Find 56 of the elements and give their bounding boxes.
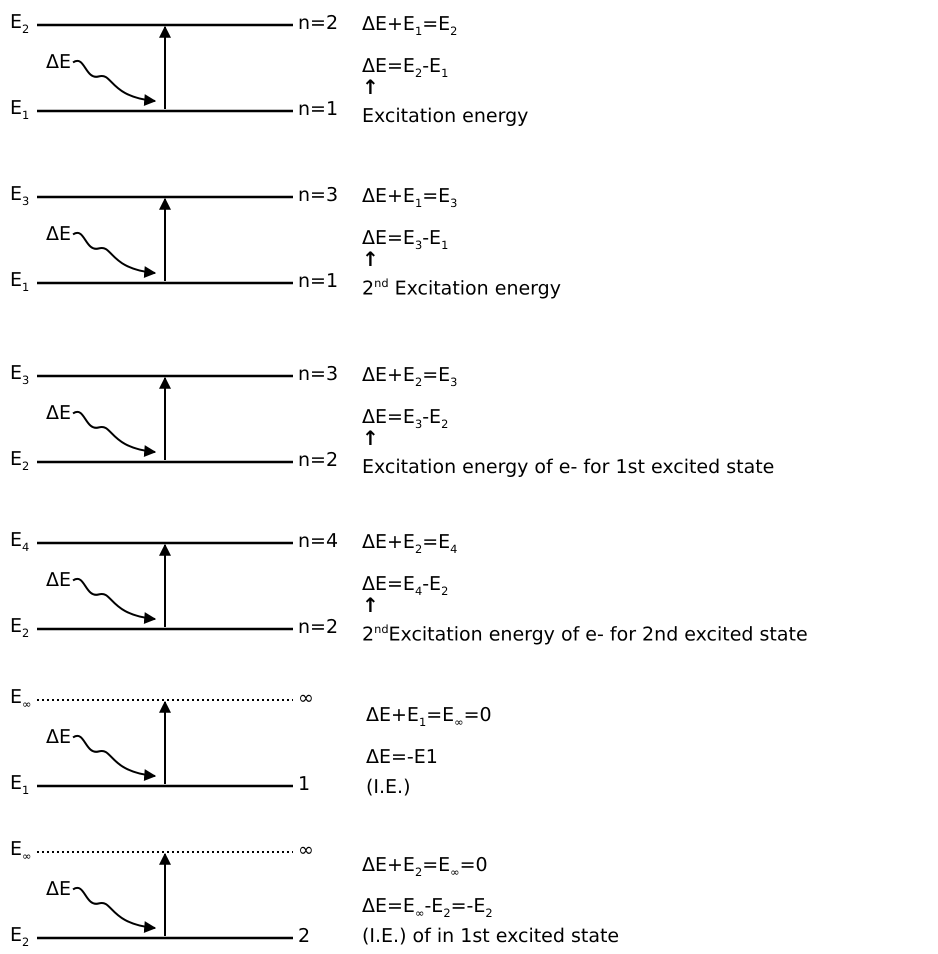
wavy-arrow bbox=[72, 735, 156, 781]
equation-text: ΔE+E$_{1}$=E$_{∞}$=0 bbox=[366, 704, 492, 730]
energy-label: ΔE bbox=[46, 402, 72, 424]
energy-label: ΔE bbox=[46, 726, 72, 748]
arrow bbox=[159, 26, 171, 109]
energy-label: ΔE bbox=[46, 878, 72, 900]
energy-label: ΔE bbox=[46, 569, 72, 591]
quantum-number-label: n=1 bbox=[298, 98, 338, 121]
note-text: Excitation energy bbox=[362, 105, 528, 128]
wavy-arrow bbox=[72, 578, 156, 624]
energy-level-label: E$_{4}$ bbox=[10, 529, 30, 554]
energy-level-label: E$_{2}$ bbox=[10, 448, 30, 474]
quantum-number-label: n=2 bbox=[298, 449, 338, 472]
equation-text: ΔE+E$_{2}$=E$_{3}$ bbox=[362, 364, 458, 390]
energy-level-label: E$_{∞}$ bbox=[10, 686, 32, 712]
arrow bbox=[159, 376, 171, 460]
wavy-arrow bbox=[72, 411, 156, 457]
arrow bbox=[159, 544, 171, 627]
quantum-number-label: 2 bbox=[298, 925, 310, 948]
note-text: 2$^{nd}$ Excitation energy bbox=[362, 277, 561, 300]
note-text: (I.E.) bbox=[366, 776, 411, 799]
wavy-arrow bbox=[72, 60, 156, 106]
energy-level-label: E$_{2}$ bbox=[10, 615, 30, 640]
quantum-number-label: n=3 bbox=[298, 184, 338, 207]
equation-text: ΔE=-E1 bbox=[366, 746, 438, 769]
equation-text: ΔE+E$_{1}$=E$_{2}$ bbox=[362, 13, 458, 38]
equation-text: ΔE+E$_{1}$=E$_{3}$ bbox=[362, 185, 458, 210]
quantum-number-label: n=2 bbox=[298, 616, 338, 639]
quantum-number-label: ∞ bbox=[298, 687, 314, 710]
quantum-number-label: 1 bbox=[298, 773, 310, 796]
quantum-number-label: n=2 bbox=[298, 12, 338, 35]
quantum-number-label: n=3 bbox=[298, 363, 338, 386]
quantum-number-label: n=4 bbox=[298, 530, 338, 553]
arrow bbox=[159, 198, 171, 281]
arrow bbox=[159, 852, 171, 936]
energy-level-label: E$_{2}$ bbox=[10, 11, 30, 36]
energy-level-label: E$_{2}$ bbox=[10, 924, 30, 950]
arrow bbox=[159, 700, 171, 784]
energy-level-label: E$_{3}$ bbox=[10, 183, 30, 208]
note-text: 2$^{nd}$Excitation energy of e- for 2nd excited state bbox=[362, 623, 808, 646]
energy-label: ΔE bbox=[46, 223, 72, 245]
note-text: (I.E.) of in 1st excited state bbox=[362, 925, 620, 948]
energy-level-label: E$_{1}$ bbox=[10, 772, 30, 798]
equation-text: ΔE+E$_{2}$=E$_{4}$ bbox=[362, 531, 458, 556]
wavy-arrow bbox=[72, 232, 156, 278]
quantum-number-label: n=1 bbox=[298, 270, 338, 293]
energy-label: ΔE bbox=[46, 51, 72, 73]
quantum-number-label: ∞ bbox=[298, 839, 314, 862]
wavy-arrow bbox=[72, 887, 156, 933]
energy-level-label: E$_{∞}$ bbox=[10, 838, 32, 864]
energy-level-label: E$_{1}$ bbox=[10, 269, 30, 294]
energy-level-label: E$_{3}$ bbox=[10, 362, 30, 388]
note-text: ΔE+E$_{2}$=E$_{∞}$=0 bbox=[362, 854, 488, 880]
energy-level-label: E$_{1}$ bbox=[10, 97, 30, 122]
equation-text: ΔE=E$_{∞}$-E$_{2}$=-E$_{2}$ bbox=[362, 895, 493, 920]
note-text: Excitation energy of e- for 1st excited state bbox=[362, 456, 774, 479]
